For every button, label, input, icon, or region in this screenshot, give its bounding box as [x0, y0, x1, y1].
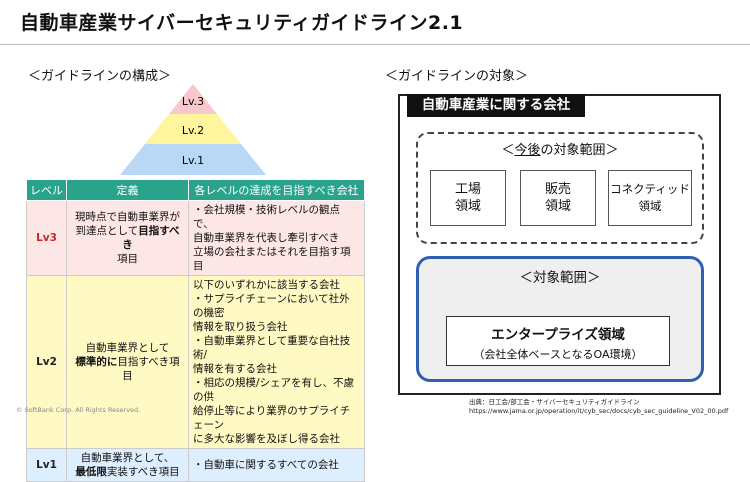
level-cell: Lv1 — [26, 448, 67, 482]
definition-text: 自動車業界として、 — [80, 452, 175, 464]
definition-cell: 自動車業界として、最低限実装すべき項目 — [66, 448, 189, 482]
target-line: 給停止等により業界のサプライチェーン — [193, 405, 351, 431]
target-line: 立場の会社またはそれを目指す項目 — [193, 246, 351, 272]
future-scope-box — [416, 132, 704, 244]
future-scope-suffix: の対象範囲＞ — [540, 143, 619, 158]
current-scope-label: ＜対象範囲＞ — [519, 270, 601, 286]
pyramid-tier-lv1 — [120, 144, 266, 175]
column-header-target: 各レベルの達成を目指すべき会社 — [188, 179, 365, 201]
definition-text: 自動車業界として — [85, 342, 170, 354]
level-cell: Lv2 — [26, 275, 67, 449]
pyramid-tier-lv2 — [145, 114, 241, 144]
definition-line: 現時点で自動車業界が — [71, 210, 184, 224]
target-line: 情報を有する会社 — [193, 363, 277, 375]
pyramid-label-lv3: Lv.3 — [182, 95, 204, 108]
source-url[interactable]: https://www.jama.or.jp/operation/it/cyb_… — [469, 407, 729, 415]
domain-sales-line1: 販売 — [544, 182, 571, 197]
enterprise-domain-name: エンタープライズ領域 — [491, 327, 625, 343]
domain-factory: 工場領域 — [430, 170, 506, 226]
structure-heading: ＜ガイドラインの構成＞ — [28, 69, 172, 84]
automotive-company-label: 自動車産業に関する会社 — [407, 94, 585, 117]
future-scope-label: ＜今後の対象範囲＞ — [416, 139, 704, 158]
pyramid-label-lv2: Lv.2 — [182, 124, 204, 137]
target-line: ・会社規模・技術レベルの観点で、 — [193, 204, 340, 230]
source-citation: 出典：日工会/部工会・サイバーセキュリティガイドライン https://www.… — [469, 398, 728, 416]
target-cell: 以下のいずれかに該当する会社・サプライチェーンにおいて社外の機密情報を取り扱う会… — [188, 275, 365, 449]
definition-text: 到達点として — [75, 225, 139, 237]
definition-emphasis: 標準的に — [75, 356, 118, 368]
target-line: ・自動車業界として重要な自社技術/ — [193, 335, 351, 361]
target-cell: ・会社規模・技術レベルの観点で、自動車業界を代表し牽引すべき立場の会社またはそれ… — [188, 200, 365, 276]
target-line: 以下のいずれかに該当する会社 — [193, 279, 340, 291]
column-header-level: レベル — [26, 179, 67, 201]
pyramid-label-lv1: Lv.1 — [182, 154, 204, 167]
domain-factory-line1: 工場 — [454, 182, 481, 197]
future-scope-underlined: 今後 — [514, 143, 541, 158]
pyramid-tier-lv3 — [169, 84, 217, 114]
definition-text: 項目 — [117, 253, 138, 265]
target-line: ・サプライチェーンにおいて社外の機密 — [193, 293, 350, 319]
target-cell: ・自動車に関するすべての会社 — [188, 448, 365, 482]
table-header-row: レベル 定義 各レベルの達成を目指すべき会社 — [26, 179, 365, 201]
definition-text: 現時点で自動車業界が — [75, 211, 180, 223]
target-line: 情報を取り扱う会社 — [193, 321, 288, 333]
target-line: に多大な影響を及ぼし得る会社 — [193, 433, 340, 445]
source-title: 出典：日工会/部工会・サイバーセキュリティガイドライン — [469, 398, 640, 406]
definition-line: 自動車業界として、 — [71, 451, 184, 465]
definition-cell: 現時点で自動車業界が到達点として目指すべき項目 — [66, 200, 189, 276]
target-line: ・自動車に関するすべての会社 — [193, 459, 339, 471]
target-line: ・相応の規模/シェアを有し、不慮の供 — [193, 377, 355, 403]
enterprise-domain-desc: （会社全体ベースとなるOA環境） — [473, 348, 643, 361]
future-scope-prefix: ＜ — [501, 143, 515, 158]
definition-emphasis: 目指すべき — [122, 225, 180, 251]
definition-text: 目指すべき項目 — [117, 356, 180, 382]
domain-connected: コネクティッド領域 — [608, 170, 692, 226]
definition-line: 項目 — [71, 252, 184, 266]
title-divider — [0, 44, 750, 45]
target-line: 自動車業界を代表し牽引すべき — [193, 232, 340, 244]
definition-line: 自動車業界として — [71, 341, 184, 355]
domain-connected-line2: 領域 — [638, 199, 662, 213]
domain-factory-line2: 領域 — [454, 199, 481, 214]
level-pyramid: Lv.3 Lv.2 Lv.1 — [120, 84, 266, 175]
level-cell: Lv3 — [26, 200, 67, 276]
copyright: © SoftBank Corp. All Rights Reserved. — [16, 406, 141, 414]
domain-connected-line1: コネクティッド — [610, 182, 690, 196]
domain-sales-line2: 領域 — [544, 199, 571, 214]
definition-line: 到達点として目指すべき — [71, 224, 184, 252]
column-header-definition: 定義 — [66, 179, 189, 201]
definition-cell: 自動車業界として標準的に目指すべき項目 — [66, 275, 189, 449]
definition-line: 標準的に目指すべき項目 — [71, 355, 184, 383]
scope-heading: ＜ガイドラインの対象＞ — [385, 69, 529, 84]
domain-sales: 販売領域 — [520, 170, 596, 226]
page-title: 自動車産業サイバーセキュリティガイドライン2.1 — [20, 12, 464, 34]
definition-emphasis: 最低限 — [75, 466, 107, 478]
enterprise-domain-box: エンタープライズ領域 （会社全体ベースとなるOA環境） — [446, 316, 670, 366]
definition-line: 最低限実装すべき項目 — [71, 465, 184, 479]
definition-text: 実装すべき項目 — [106, 466, 180, 478]
